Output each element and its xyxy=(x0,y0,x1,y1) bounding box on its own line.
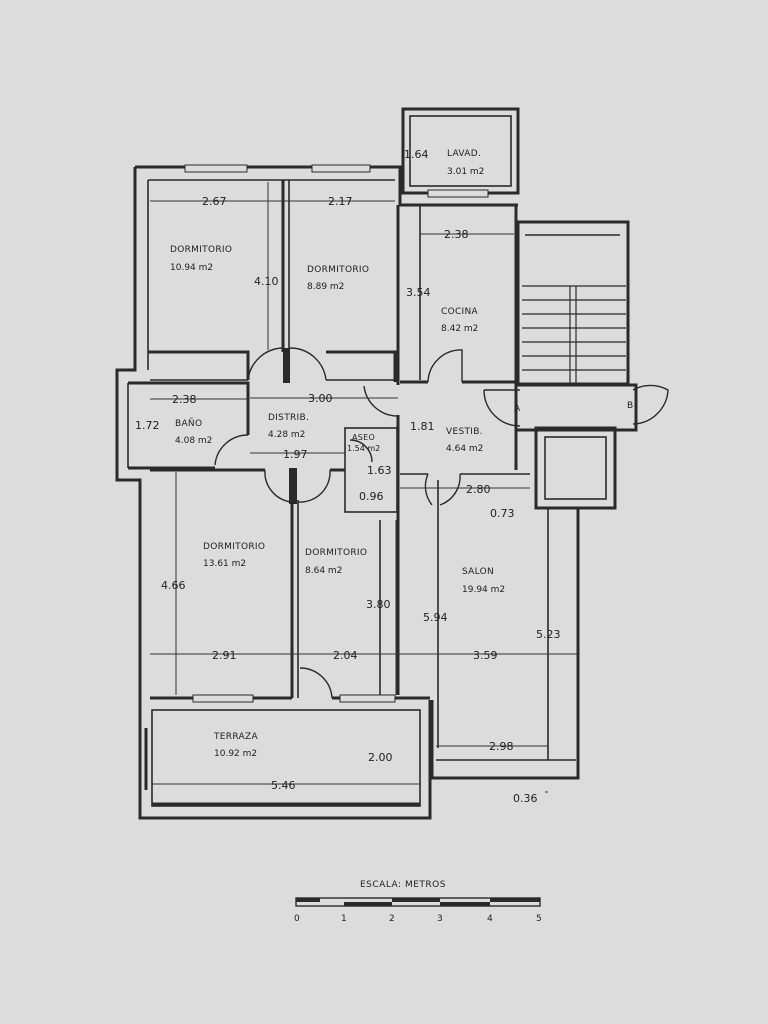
scale-tick-1: 1 xyxy=(341,914,347,924)
dim-label: 2.67 xyxy=(202,195,227,208)
dim-label: 3.54 xyxy=(406,286,431,299)
dim-label: 1.81 xyxy=(410,420,435,433)
dim-label: 4.10 xyxy=(254,275,279,288)
scale-tick-5: 5 xyxy=(536,914,542,924)
room-name-cocina: COCINA xyxy=(441,307,479,317)
scale-bar: ESCALA: METROS 0 1 2 3 4 5 xyxy=(294,880,542,924)
dim-label: 3.59 xyxy=(473,649,498,662)
room-name-vestib: VESTIB. xyxy=(446,427,483,437)
dim-label: 1.72 xyxy=(135,419,160,432)
dim-label: 0.73 xyxy=(490,507,515,520)
marker-a: A xyxy=(514,404,521,414)
room-area-bano: 4.08 m2 xyxy=(175,436,212,446)
room-name-terraza: TERRAZA xyxy=(213,732,258,742)
dim-label: 2.04 xyxy=(333,649,358,662)
dim-label: 2.91 xyxy=(212,649,237,662)
marker-b: B xyxy=(627,401,633,411)
room-area-dorm3: 13.61 m2 xyxy=(203,559,246,569)
room-area-dorm1: 10.94 m2 xyxy=(170,263,213,273)
dim-label: 1.64 xyxy=(404,148,429,161)
dim-label: 0.36 xyxy=(513,792,538,805)
dim-label: 1.63 xyxy=(367,464,392,477)
dim-label: 0.96 xyxy=(359,490,384,503)
dim-label: 4.66 xyxy=(161,579,186,592)
room-name-dorm4: DORMITORIO xyxy=(305,548,367,558)
scale-title: ESCALA: METROS xyxy=(360,880,446,890)
room-area-aseo: 1.54 m2 xyxy=(347,444,380,453)
scale-tick-4: 4 xyxy=(487,914,493,924)
scale-tick-3: 3 xyxy=(437,914,443,924)
room-name-distrib: DISTRIB. xyxy=(268,413,309,423)
dim-label: 3.80 xyxy=(366,598,391,611)
dimension-labels: 1.64 2.67 2.17 2.38 4.10 3.54 2.38 3.00 … xyxy=(135,148,561,805)
dim-label: 1.97 xyxy=(283,448,308,461)
room-area-dorm2: 8.89 m2 xyxy=(307,282,344,292)
dim-label: 2.00 xyxy=(368,751,393,764)
scale-tick-2: 2 xyxy=(389,914,395,924)
section-markers: A B xyxy=(514,401,633,414)
room-name-bano: BAÑO xyxy=(175,418,202,429)
staircase xyxy=(483,220,669,432)
dim-label: 5.94 xyxy=(423,611,448,624)
scale-tick-0: 0 xyxy=(294,914,300,924)
room-name-dorm1: DORMITORIO xyxy=(170,245,232,255)
room-area-lavad: 3.01 m2 xyxy=(447,167,484,177)
dim-label: 5.46 xyxy=(271,779,296,792)
room-area-terraza: 10.92 m2 xyxy=(214,749,257,759)
dimension-lines xyxy=(150,182,578,793)
room-area-salon: 19.94 m2 xyxy=(462,585,505,595)
room-area-dorm4: 8.64 m2 xyxy=(305,566,342,576)
room-area-distrib: 4.28 m2 xyxy=(268,430,305,440)
room-name-dorm3: DORMITORIO xyxy=(203,542,265,552)
dim-label: 2.38 xyxy=(444,228,469,241)
doors xyxy=(214,347,463,699)
dim-label: 2.80 xyxy=(466,483,491,496)
dim-label: 2.98 xyxy=(489,740,514,753)
room-name-salon: SALON xyxy=(462,567,494,577)
room-name-dorm2: DORMITORIO xyxy=(307,265,369,275)
dim-label: 5.23 xyxy=(536,628,561,641)
dim-label: 2.17 xyxy=(328,195,353,208)
walls xyxy=(115,107,617,820)
dim-label: 3.00 xyxy=(308,392,333,405)
room-labels: LAVAD. 3.01 m2 DORMITORIO 10.94 m2 DORMI… xyxy=(170,149,505,759)
room-name-aseo: ASEO xyxy=(352,433,375,442)
windows xyxy=(184,164,489,703)
room-name-lavad: LAVAD. xyxy=(447,149,481,159)
room-area-cocina: 8.42 m2 xyxy=(441,324,478,334)
room-area-vestib: 4.64 m2 xyxy=(446,444,483,454)
dim-label: 2.38 xyxy=(172,393,197,406)
